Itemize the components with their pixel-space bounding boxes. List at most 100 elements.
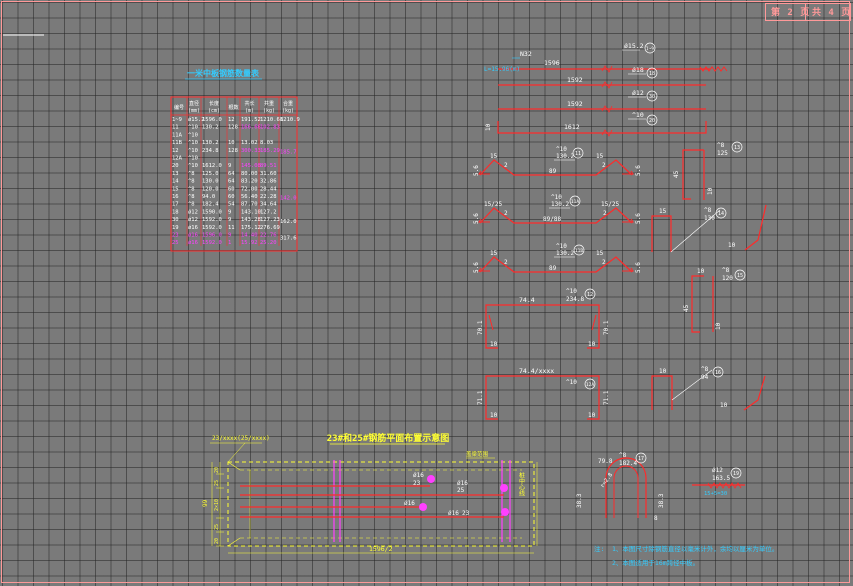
- table-cell: 11A: [172, 132, 183, 138]
- table-cell: ^8: [188, 194, 195, 200]
- bent-bar-11a-hook-left: [478, 218, 490, 223]
- bar20-line: [497, 121, 707, 134]
- plan-side-text: 桩中心线: [518, 471, 525, 496]
- plan-bar-4-num: 23: [462, 510, 470, 517]
- table-cell: 31.60: [260, 171, 277, 177]
- plan-left-dim: 20: [214, 467, 220, 473]
- bar20-length: 1612: [564, 123, 580, 131]
- bar-16-circle: [712, 366, 724, 378]
- table-header: 共长: [244, 100, 254, 107]
- table-cell: 1~9: [172, 117, 182, 123]
- plan-right-annotation: 盖梁范围: [466, 450, 489, 458]
- bar30-num: 30: [649, 94, 655, 100]
- bent-bar-11b-bottom: 89: [549, 265, 557, 272]
- bent-bar-11a-right: 5.6: [635, 213, 642, 224]
- table-cell: ^8: [188, 202, 195, 208]
- table-cell: 1596.0: [202, 117, 222, 123]
- plan-corner-bl: [227, 537, 241, 547]
- bar1-num-circle: [644, 42, 656, 54]
- table-cell: 87.70: [241, 202, 258, 208]
- table-cell: 60: [228, 186, 235, 192]
- bent-bar-11a-a: 15/25: [484, 201, 502, 208]
- table-cell: 1596.0: [202, 233, 222, 239]
- bent-bar-11a-len: 130.2: [551, 201, 569, 208]
- plan-bar-1-dot: [427, 475, 435, 483]
- table-cell: 166.66: [241, 125, 261, 131]
- bar18-num-circle: [646, 67, 658, 79]
- bent-bar-11a-left: 5.6: [473, 213, 480, 224]
- table-header: 共重: [264, 100, 274, 107]
- table-cell: 72.00: [241, 186, 258, 192]
- table-cell: 16: [172, 194, 179, 200]
- bar-15: 45 10 10 ^8 120 15: [683, 267, 746, 333]
- table-cell: 300.33: [241, 148, 261, 154]
- page-current-label: 第 2 页: [771, 8, 811, 18]
- rebar-quantity-table: 一米中板钢筋数量表 编号直径(mm)长度(cm)根数共长(m)共重(kg)合重(…: [170, 68, 300, 252]
- plan-bottom-label: 1596/2: [369, 545, 393, 553]
- plan-bar-1-num: 23: [413, 480, 421, 487]
- stirrup-12a-right: 71.1: [603, 390, 610, 405]
- table-cell: ǿ12: [188, 208, 198, 215]
- table-cell: 130.0: [202, 179, 219, 185]
- table-header: 合重: [283, 100, 293, 107]
- table-cell: 13.02: [241, 140, 258, 146]
- bar-13-len: 125: [717, 150, 728, 157]
- bent-bar-11b-right: 5.6: [635, 262, 642, 273]
- bar-17-left: 38.3: [576, 493, 583, 508]
- table-cell: 130.2: [202, 125, 219, 131]
- table-cell: 102.83: [260, 125, 280, 131]
- table-cell: ^10: [188, 140, 198, 146]
- bent-bar-11-num: 11: [575, 151, 581, 157]
- table-cell: 10: [228, 140, 235, 146]
- bar-14-spec: ^8: [704, 207, 712, 214]
- table-cell: 14.40: [241, 233, 258, 239]
- table-cell: 15.92: [241, 240, 258, 246]
- stirrup-12a-left: 71.1: [477, 390, 484, 405]
- table-cell: 9: [228, 209, 231, 215]
- table-cell: 127.2: [260, 209, 277, 215]
- table-cell: 34.64: [260, 202, 277, 208]
- stirrup-12-hook-right: [591, 314, 597, 331]
- table-cell: 191.52: [241, 117, 261, 123]
- bar-15-top: 10: [697, 268, 705, 275]
- bent-bar-11: 15 2 15 2 89 5.6 5.6 ^10 130.2 11: [473, 146, 642, 176]
- bar-14-tip: [744, 204, 767, 251]
- table-header: 长度: [209, 100, 219, 107]
- bent-bar-11-left: 5.6: [473, 165, 480, 176]
- table-cell: ǿ16: [188, 239, 198, 246]
- bar-17-inner: [613, 465, 639, 518]
- table-cell: ǿ12: [188, 216, 198, 223]
- stirrup-12a-top: 74.4/xxxx: [519, 367, 554, 375]
- bent-bar-11b-shape: [479, 256, 633, 273]
- bent-bar-11b-circle: [573, 244, 585, 256]
- bar-n32-thread: [699, 66, 728, 72]
- bar-19-len: 163.5: [712, 475, 730, 482]
- table-cell: 120.0: [202, 186, 219, 192]
- table-cell: ^10: [188, 156, 198, 162]
- table-cell: 1612.0: [202, 163, 222, 169]
- stirrup-12-top: 74.4: [519, 296, 535, 304]
- bar30-spec: ǿ12: [632, 89, 644, 97]
- stirrup-12a-circle: [584, 378, 596, 390]
- bar-17-bottom: 8: [654, 515, 658, 522]
- table-cell: 28.44: [260, 186, 277, 192]
- table-cell: 12: [228, 117, 235, 123]
- table-cell: 1590.0: [202, 209, 222, 215]
- bar30-length: 1592: [567, 100, 583, 108]
- table-cell: 276.69: [260, 225, 280, 231]
- notes: 注: 1、本图尺寸除钢筋直径以毫米计外，余均以厘米为单位。 2、本图适用于16m…: [594, 544, 778, 567]
- bar-16-top: 10: [659, 368, 667, 375]
- plan-title: 23#和25#钢筋平面布置示意图: [327, 432, 450, 444]
- bent-bar-11-c: 15: [596, 153, 604, 160]
- bent-bar-11b-num: 11B: [575, 248, 583, 254]
- stirrup-12: 74.4 ^10 234.8 12 70.1 70.1 10 10: [477, 288, 610, 349]
- bar-15-height: 45: [683, 304, 690, 312]
- bar-13-circle: [731, 141, 743, 153]
- plan-top-label: 23/xxxx(25/xxxx): [212, 435, 270, 442]
- table-cell: 1: [228, 240, 231, 246]
- bar20-side: 10: [485, 123, 492, 131]
- table-side-total: 185.7: [280, 150, 297, 156]
- table-cell: 185.29: [260, 148, 280, 154]
- bar-13-spec: ^8: [717, 142, 725, 149]
